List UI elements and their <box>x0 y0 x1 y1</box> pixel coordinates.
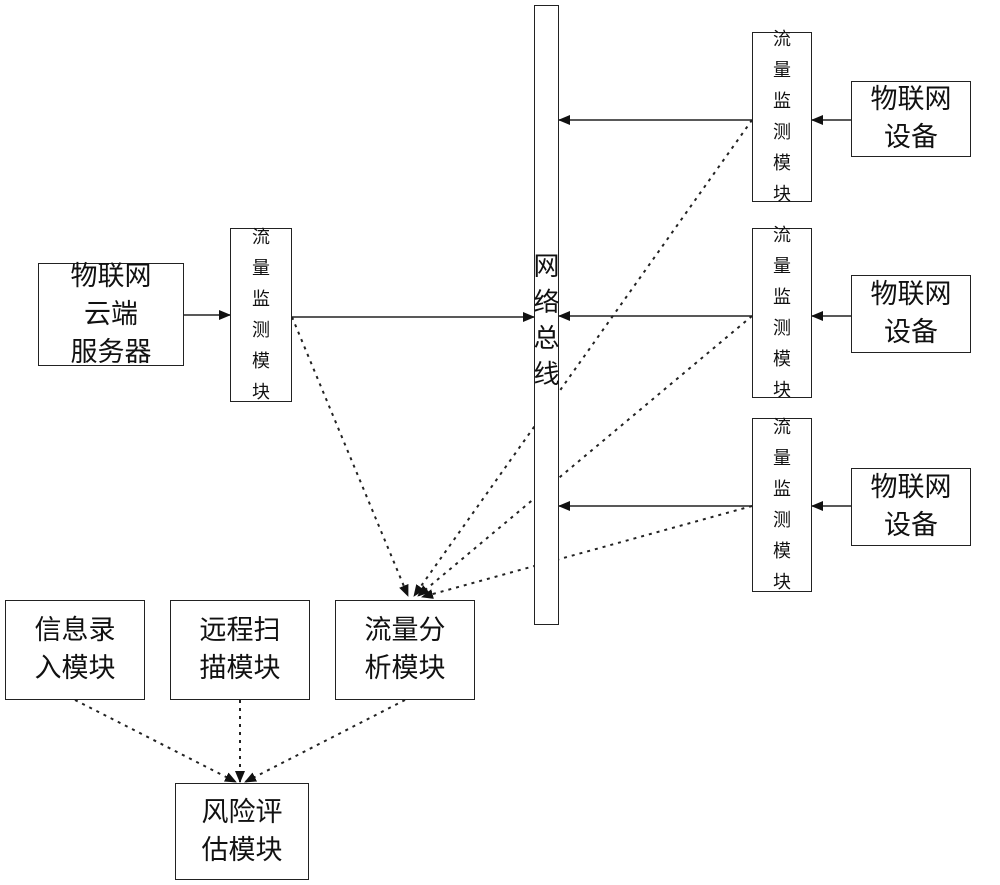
network-bus-box: 网 络 总 线 <box>533 5 560 625</box>
traffic-analysis-box: 流量分 析模块 <box>335 600 475 700</box>
edge-monitor2-to-analysis <box>417 315 753 597</box>
iot-device-1-label: 物联网 设备 <box>870 84 952 153</box>
monitor-center-box: 流 量 监 测 模 块 <box>230 227 292 403</box>
cloud-server-box: 物联网 云端 服务器 <box>38 261 184 368</box>
edge-monitor1-to-analysis <box>413 119 753 597</box>
risk-assessment-label: 风险评 估模块 <box>201 796 283 866</box>
monitor-3-box: 流 量 监 测 模 块 <box>752 417 812 593</box>
edge-info-to-risk <box>74 699 237 783</box>
monitor-2-box: 流 量 监 测 模 块 <box>752 225 812 401</box>
network-bus-label: 网 络 总 线 <box>533 252 560 390</box>
iot-device-2-box: 物联网 设备 <box>851 275 971 353</box>
edge-monitorc-to-analysis <box>291 316 409 597</box>
iot-device-3-box: 物联网 设备 <box>851 468 971 546</box>
traffic-analysis-label: 流量分 析模块 <box>364 615 446 684</box>
monitor-2-label: 流 量 监 测 模 块 <box>773 225 791 401</box>
edge-monitor3-to-analysis <box>421 505 753 599</box>
cloud-server-label: 物联网 云端 服务器 <box>70 260 152 368</box>
iot-device-2-label: 物联网 设备 <box>870 279 952 348</box>
risk-assessment-box: 风险评 估模块 <box>175 783 309 880</box>
remote-scan-box: 远程扫 描模块 <box>170 600 310 700</box>
iot-device-3-label: 物联网 设备 <box>870 472 952 541</box>
info-entry-box: 信息录 入模块 <box>5 600 145 700</box>
remote-scan-label: 远程扫 描模块 <box>199 615 281 684</box>
info-entry-label: 信息录 入模块 <box>34 615 116 684</box>
iot-device-1-box: 物联网 设备 <box>851 81 971 157</box>
monitor-1-box: 流 量 监 测 模 块 <box>752 29 812 205</box>
monitor-3-label: 流 量 监 测 模 块 <box>773 417 791 593</box>
edge-analysis-to-risk <box>244 699 406 783</box>
monitor-1-label: 流 量 监 测 模 块 <box>773 29 791 205</box>
monitor-center-label: 流 量 监 测 模 块 <box>252 227 270 403</box>
